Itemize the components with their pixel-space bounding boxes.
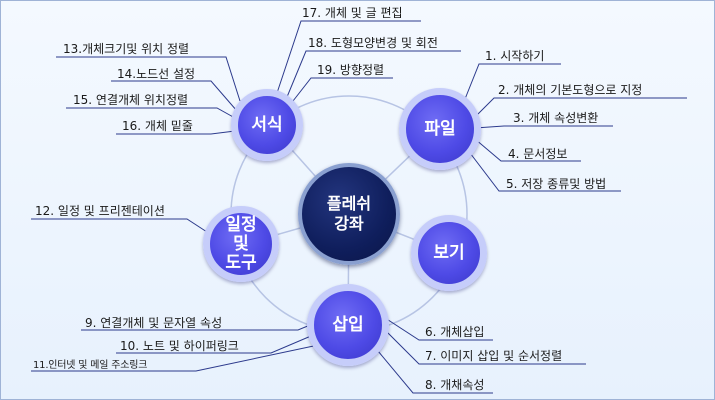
- node-insert[interactable]: 삽입: [307, 284, 389, 366]
- node-view[interactable]: 보기: [411, 215, 487, 291]
- node-file-label: 파일: [424, 118, 456, 139]
- label-10[interactable]: 10. 노트 및 하이퍼링크: [120, 339, 239, 353]
- center-node[interactable]: 플레쉬 강좌: [298, 163, 400, 265]
- node-format[interactable]: 서식: [231, 89, 303, 161]
- label-17[interactable]: 17. 개체 및 글 편집: [302, 6, 403, 20]
- branches: [31, 20, 687, 394]
- label-9[interactable]: 9. 연결개체 및 문자열 속성: [85, 316, 223, 330]
- label-19[interactable]: 19. 방향정렬: [317, 63, 385, 77]
- label-7[interactable]: 7. 이미지 삽입 및 순서정렬: [425, 349, 563, 363]
- label-18[interactable]: 18. 도형모양변경 및 회전: [308, 36, 438, 50]
- node-format-label: 서식: [251, 114, 283, 135]
- node-insert-label: 삽입: [332, 314, 364, 335]
- center-node-label: 플레쉬 강좌: [326, 194, 372, 233]
- node-schedule-tools-label: 일정 및 도구: [225, 214, 257, 273]
- label-6[interactable]: 6. 개체삽입: [425, 325, 485, 339]
- label-5[interactable]: 5. 저장 종류및 방법: [506, 177, 607, 191]
- node-schedule-tools[interactable]: 일정 및 도구: [203, 206, 279, 282]
- label-11[interactable]: 11.인터넷 및 메일 주소링크: [33, 360, 148, 371]
- node-view-label: 보기: [433, 242, 465, 263]
- label-1[interactable]: 1. 시작하기: [485, 49, 545, 63]
- label-8[interactable]: 8. 개채속성: [425, 378, 485, 392]
- label-14[interactable]: 14.노드선 설정: [117, 67, 196, 81]
- label-4[interactable]: 4. 문서정보: [508, 147, 568, 161]
- label-13[interactable]: 13.개체크기및 위치 정렬: [63, 42, 190, 56]
- label-12[interactable]: 12. 일정 및 프리젠테이션: [35, 204, 165, 218]
- label-16[interactable]: 16. 개체 밑줄: [122, 119, 193, 133]
- label-3[interactable]: 3. 개체 속성변환: [513, 111, 599, 125]
- label-15[interactable]: 15. 연결개체 위치정렬: [73, 93, 189, 107]
- label-2[interactable]: 2. 개체의 기본도형으로 지정: [498, 83, 643, 97]
- node-file[interactable]: 파일: [399, 88, 481, 170]
